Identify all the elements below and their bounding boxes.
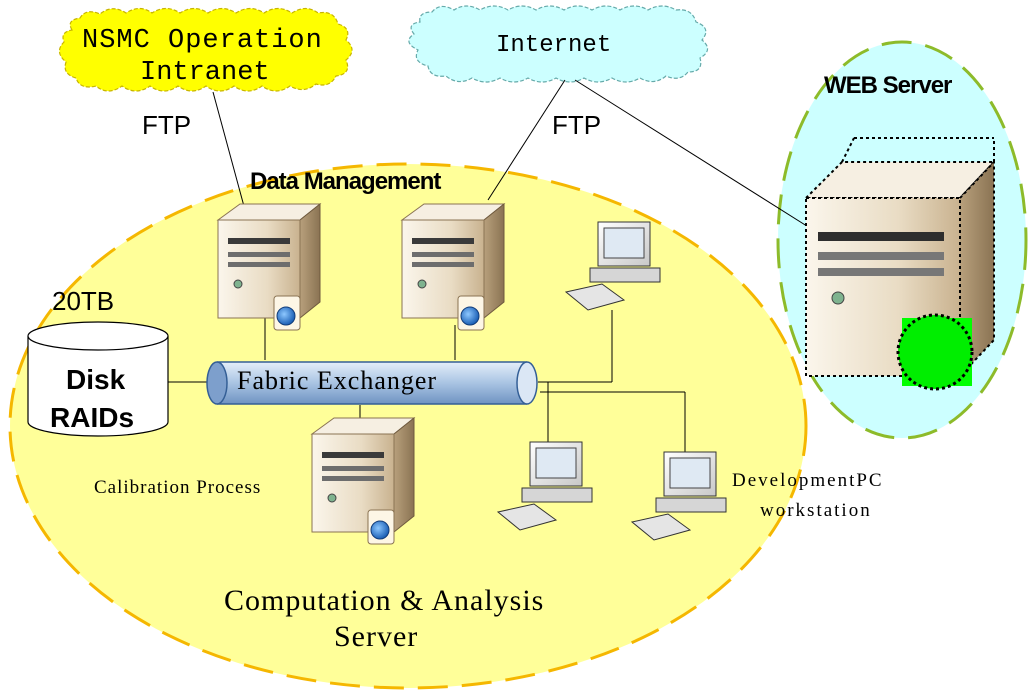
pc-icon-top <box>564 221 661 311</box>
fabric-exchanger-label: Fabric Exchanger <box>237 366 438 395</box>
computation-label-line1: Computation & Analysis <box>224 584 545 617</box>
internet-label: Internet <box>496 32 612 59</box>
development-label-line1: DevelopmentPC <box>732 470 884 491</box>
raid-label-line2: RAIDs <box>50 402 135 433</box>
fabric-exchanger-pipe <box>206 361 538 405</box>
development-label-line2: workstation <box>760 500 872 521</box>
connection-lines <box>168 79 811 455</box>
computation-label-line2: Server <box>334 620 419 653</box>
raid-label-line1: Disk <box>66 364 126 395</box>
web-server-title: WEB Server <box>824 72 952 99</box>
server-icon-intranet <box>216 202 322 331</box>
intranet-label-line1: NSMC Operation <box>82 26 323 56</box>
ftp-right-label: FTP <box>552 110 602 140</box>
disk-raid-cylinder <box>27 321 169 437</box>
raid-capacity: 20TB <box>52 286 115 316</box>
server-icon-calibration <box>310 416 416 545</box>
web-server-icon <box>803 137 997 391</box>
intranet-cloud <box>58 7 353 92</box>
intranet-label-line2: Intranet <box>140 58 270 88</box>
internet-cloud <box>408 5 709 83</box>
data-management-title: Data Management <box>250 168 441 195</box>
calibration-label: Calibration Process <box>94 477 262 498</box>
pc-icon-bottom-left <box>496 441 593 531</box>
server-icon-internet <box>400 202 506 331</box>
pc-icon-bottom-right <box>630 451 727 541</box>
ftp-left-label: FTP <box>142 110 192 140</box>
